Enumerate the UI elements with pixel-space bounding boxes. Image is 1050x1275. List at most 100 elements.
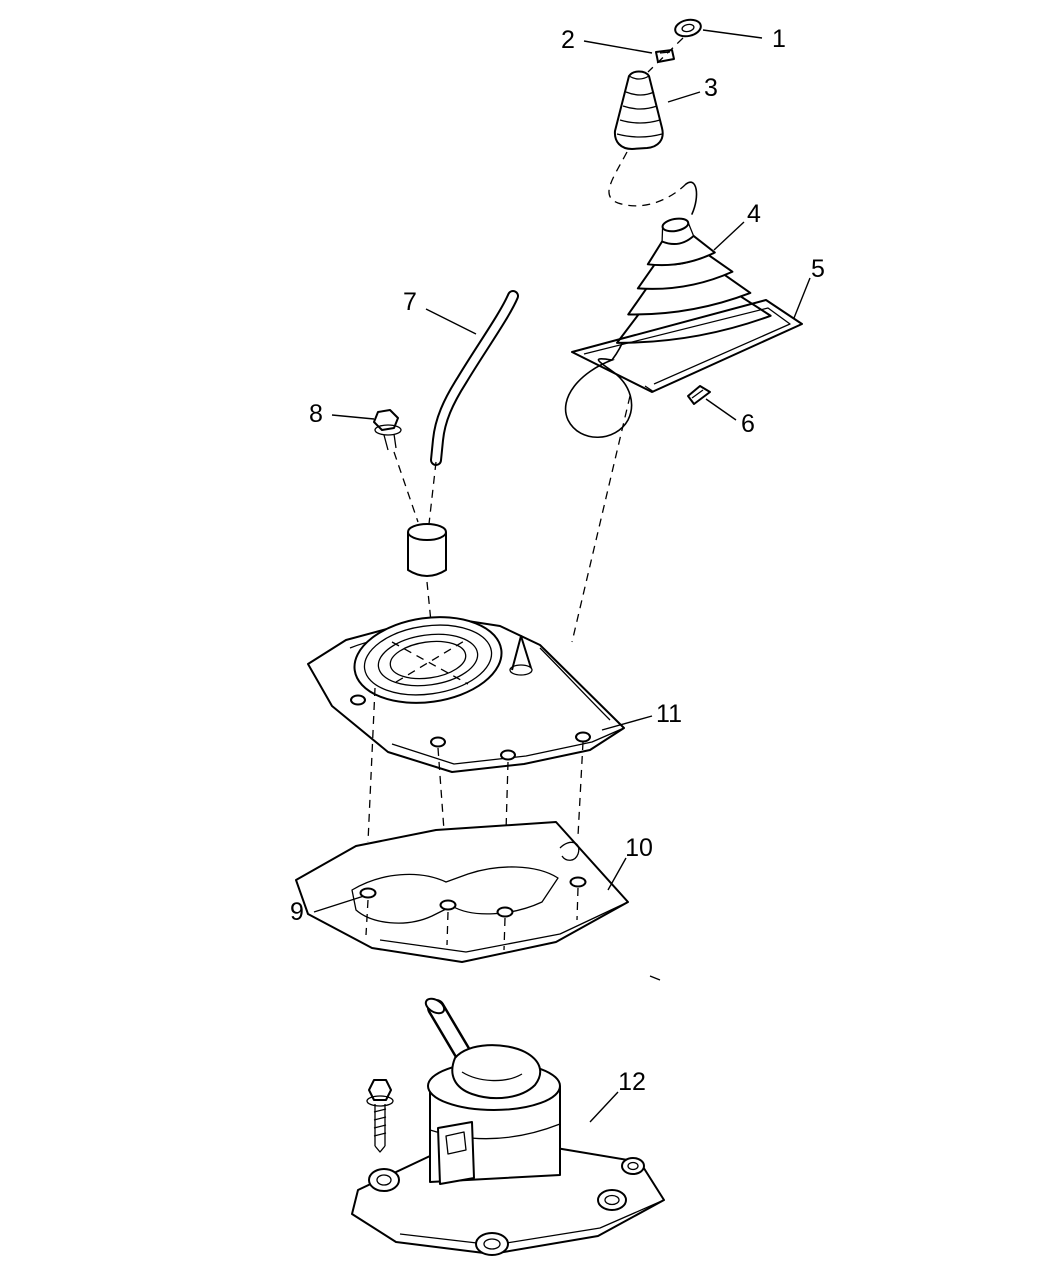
ear-3-hole <box>604 1194 620 1206</box>
callout-5-leader <box>793 277 811 319</box>
callout-2-leader <box>583 40 653 54</box>
mounting-plate-hook <box>559 841 580 861</box>
housing-ring <box>353 616 503 704</box>
plate-to-housing-dash <box>571 395 631 643</box>
part-shift-boot <box>615 217 772 344</box>
callout-6-label: 6 <box>741 410 755 438</box>
callout-1-leader <box>702 29 763 39</box>
base-ear-1 <box>368 1168 400 1192</box>
housing-hole-3 <box>500 749 516 761</box>
tower-pocket-inner <box>445 1131 467 1155</box>
part-hex-bolt <box>373 409 419 523</box>
knob-body <box>613 70 664 150</box>
callout-10-leader <box>607 857 627 891</box>
housing-hole-1 <box>350 694 366 706</box>
part-mounting-plate <box>295 821 629 963</box>
bushing-cylinder <box>407 532 447 577</box>
ring-hatch-1 <box>391 641 469 685</box>
plate-hole-4 <box>569 876 587 888</box>
stub-rod-cap <box>424 997 446 1015</box>
plate-inner <box>583 307 791 385</box>
assembly-bolt-flange <box>366 1095 394 1107</box>
clip-body <box>655 49 675 63</box>
grommet <box>451 1044 542 1100</box>
assembly-bolt-head <box>368 1079 392 1101</box>
assembly-bolt <box>366 1079 394 1153</box>
plate-hole-1 <box>359 887 377 899</box>
callout-1-label: 1 <box>772 25 786 53</box>
callout-3-leader <box>667 91 701 103</box>
mounting-plate-rim <box>379 901 629 953</box>
assembly-bolt-tip <box>374 1145 386 1153</box>
bolt-alignment-dash <box>393 451 419 523</box>
part-nut <box>674 18 702 38</box>
nut-hole <box>681 23 695 33</box>
base-ear-3 <box>597 1189 627 1211</box>
boot-top-cap <box>661 217 690 233</box>
base-ear-4 <box>621 1157 645 1175</box>
boot-neck-left <box>661 227 664 242</box>
part-bezel-housing <box>307 616 625 773</box>
plate-stud-dash-4 <box>576 887 579 921</box>
cable-to-boot <box>685 181 698 215</box>
part-shift-lever <box>407 290 519 623</box>
cone-base <box>509 664 533 676</box>
lever-bushing <box>407 523 447 577</box>
bolt-flange <box>374 424 402 436</box>
align-dash-4 <box>577 741 584 837</box>
callout-10-label: 10 <box>625 834 653 862</box>
ear-2-hole <box>483 1238 501 1250</box>
part-boot-plate <box>571 299 803 393</box>
callout-7-leader <box>425 308 477 335</box>
part-shifter-assembly <box>351 997 665 1256</box>
callout-11-label: 11 <box>656 700 682 728</box>
bushing-top <box>407 523 447 541</box>
ear-1-outer <box>368 1168 400 1192</box>
cone-body <box>511 635 532 671</box>
ear-3-outer <box>597 1189 627 1211</box>
plate-stud-dash-2 <box>446 911 449 946</box>
reference-tick <box>649 975 661 981</box>
housing-contour-2 <box>539 647 611 721</box>
part-shift-knob <box>613 70 664 150</box>
grommet-detail <box>461 1071 523 1082</box>
nut-body <box>674 18 702 38</box>
bushing-to-housing-dash <box>426 581 432 623</box>
assembly-bolt-threads <box>373 1108 387 1137</box>
cable-upper-dashed <box>608 151 687 207</box>
housing-rim <box>391 727 625 765</box>
ear-2-outer <box>475 1232 509 1256</box>
screw-thread <box>691 389 704 399</box>
knob-rib-1 <box>625 91 655 96</box>
ring-core <box>389 640 467 680</box>
knob-cap-line <box>628 75 650 80</box>
boot-fold-1 <box>646 234 716 267</box>
tower-pocket <box>437 1121 475 1185</box>
housing-hole-4 <box>575 731 591 743</box>
callout-8-label: 8 <box>309 400 323 428</box>
lever-rod-fill <box>432 292 517 464</box>
cable-loop <box>564 358 633 439</box>
knob-rib-4 <box>616 133 663 138</box>
plate-notch <box>644 385 655 393</box>
callout-12-leader <box>589 1091 619 1123</box>
base-ear-2 <box>475 1232 509 1256</box>
knob-rib-2 <box>622 105 658 110</box>
callout-6-leader <box>705 398 737 421</box>
callout-9-label: 9 <box>290 898 304 926</box>
callout-4-label: 4 <box>747 200 761 228</box>
knob-rib-3 <box>619 119 661 124</box>
plate-stud-dash-3 <box>503 917 506 951</box>
callout-5-label: 5 <box>811 255 825 283</box>
plate-stud-dash-1 <box>365 899 369 936</box>
callouts: 1 2 3 4 5 6 7 8 9 10 11 12 <box>290 25 825 1123</box>
bolt-shaft <box>383 433 397 451</box>
screw-body <box>687 385 711 405</box>
callout-11-leader <box>601 715 653 731</box>
part-screw <box>687 385 711 405</box>
lever-to-bushing-dash <box>428 461 437 525</box>
callout-8-leader <box>331 414 375 420</box>
ring-mid <box>363 624 493 696</box>
callout-3-label: 3 <box>704 74 718 102</box>
